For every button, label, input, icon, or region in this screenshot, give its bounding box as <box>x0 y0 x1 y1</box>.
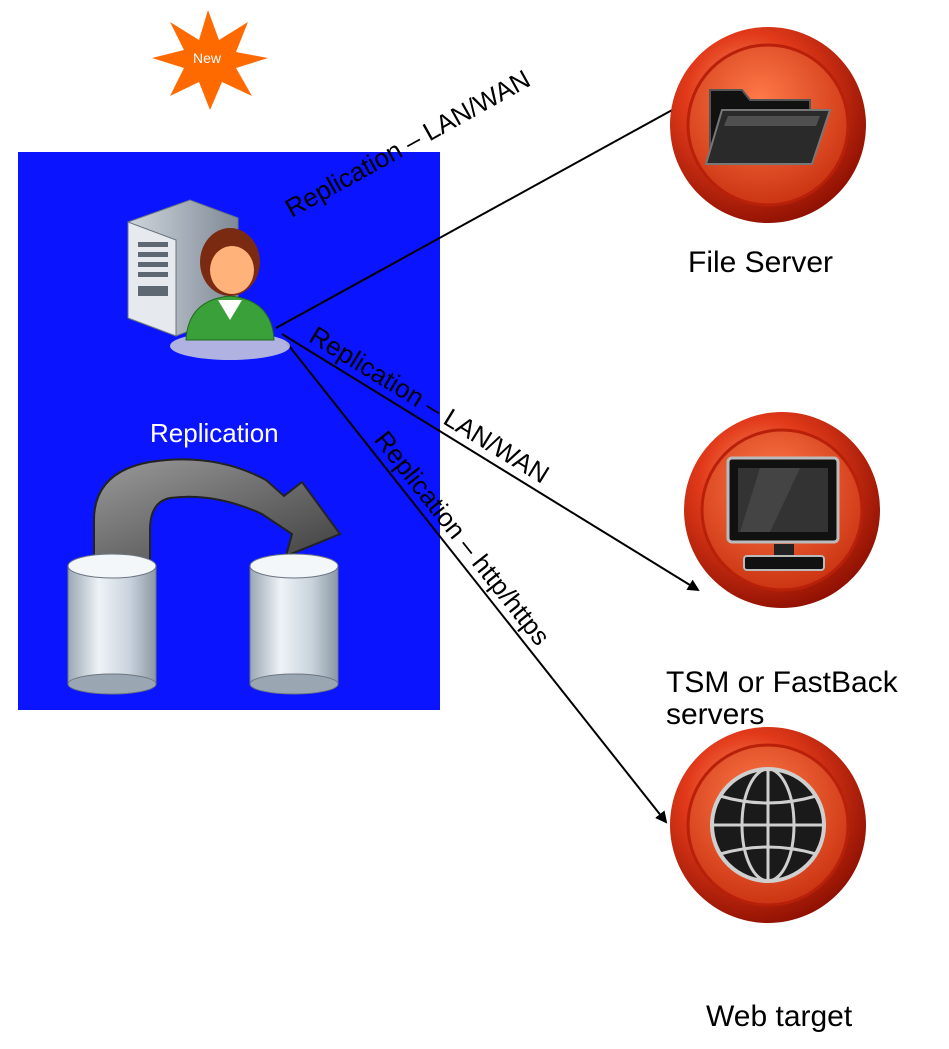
local-replication-arrow <box>93 458 342 561</box>
folder-icon <box>670 27 866 223</box>
monitor-icon <box>684 412 880 608</box>
starburst-badge-icon <box>152 10 268 110</box>
replication-label: Replication <box>150 418 279 448</box>
server-user-icon <box>127 199 290 360</box>
globe-icon <box>670 727 866 923</box>
link-line-file-server <box>275 97 696 329</box>
link-line-tsm <box>281 333 700 592</box>
database-cylinder-icon <box>67 553 157 695</box>
link-line-web <box>285 341 668 824</box>
repository-title-line2: Repository: <box>290 769 417 797</box>
target-label-web: Web target <box>706 1000 853 1033</box>
primary-item-directory: • Directory <box>40 893 156 921</box>
primary-item-disk: • Disk <box>40 809 105 837</box>
target-label-tsm-line1: TSM or FastBack <box>666 666 898 699</box>
repository-item-disk: • Disk <box>290 809 355 837</box>
target-label-file-server: File Server <box>688 246 834 279</box>
primary-title: Primary: <box>40 767 134 795</box>
database-cylinder-icon <box>249 553 339 695</box>
repository-item-partition: • Partition <box>290 851 398 879</box>
new-badge-label: New <box>193 50 222 66</box>
target-label-tsm-line2: servers <box>666 698 765 731</box>
repository-item-directory: • Directory <box>290 893 406 921</box>
repository-title-line1: Local <box>290 741 350 769</box>
primary-item-partition: • Partition <box>40 851 148 879</box>
